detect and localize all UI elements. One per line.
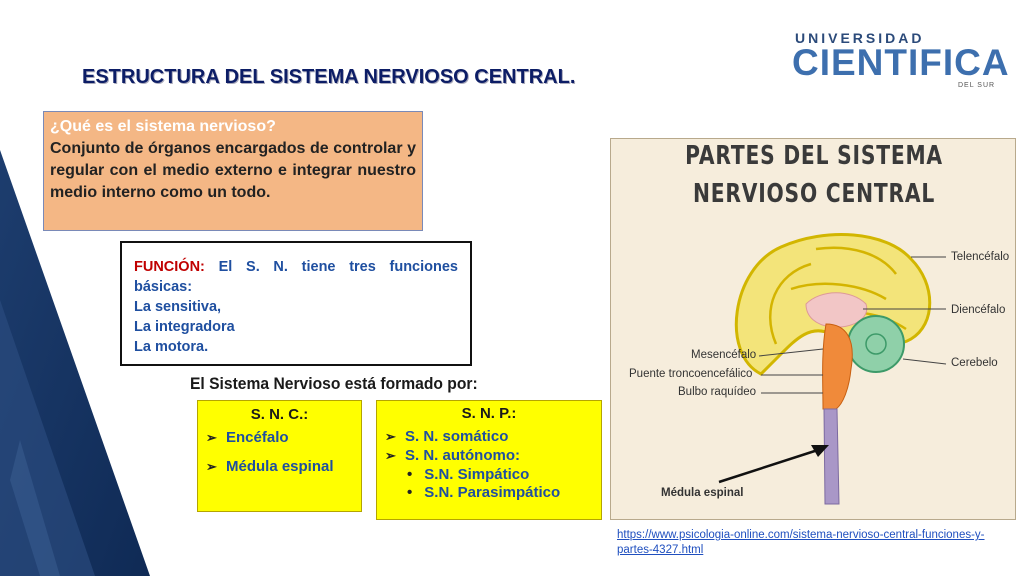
function-item: La motora. [134,339,209,355]
label-diencefalo: Diencéfalo [951,304,1006,316]
brain-illustration [718,233,947,505]
function-item: La sensitiva, [134,299,222,315]
list-item: ➢ S. N. somático [385,428,593,445]
snc-item-label: Encéfalo [226,429,289,446]
label-bulbo: Bulbo raquídeo [678,386,757,398]
snc-item-label: Médula espinal [226,458,334,475]
label-cerebelo: Cerebelo [951,357,998,369]
list-item: ➢ Médula espinal [206,458,353,475]
dot-bullet-icon: • [407,466,413,483]
snp-item-label: S. N. somático [405,428,509,445]
label-telencefalo: Telencéfalo [951,251,1010,263]
snp-subitem-label: S.N. Simpático [424,466,530,483]
list-subitem: • S.N. Parasimpático [407,484,593,501]
brain-title-line2: NERVIOSO CENTRAL [692,179,936,209]
list-subitem: • S.N. Simpático [407,466,593,483]
snp-item-label: S. N. autónomo: [405,447,520,464]
snp-heading: S. N. P.: [461,405,517,422]
source-link[interactable]: https://www.psicologia-online.com/sistem… [617,529,985,556]
snp-box: S. N. P.: ➢ S. N. somático ➢ S. N. autón… [376,400,602,520]
snp-subitem-label: S.N. Parasimpático [424,484,561,501]
brain-diagram: PARTES DEL SISTEMA NERVIOSO CENTRAL Tele… [610,138,1016,520]
arrow-bullet-icon: ➢ [206,429,217,445]
university-logo: UNIVERSIDAD CIENTIFICA DEL SUR [790,30,1009,92]
snc-box: S. N. C.: ➢ Encéfalo ➢ Médula espinal [197,400,362,512]
snc-heading: S. N. C.: [250,406,309,423]
logo-text-bottom: DEL SUR [958,82,996,89]
function-text: El S. N. tiene tres funciones básicas: [134,259,458,295]
list-item: ➢ S. N. autónomo: [385,447,593,464]
function-item: La integradora [134,319,235,335]
arrow-bullet-icon: ➢ [206,458,217,474]
definition-answer: Conjunto de órganos encargados de contro… [50,140,416,201]
label-medula: Médula espinal [661,487,744,499]
label-puente: Puente troncoencefálico [629,368,753,380]
function-box: FUNCIÓN: El S. N. tiene tres funciones b… [120,241,472,366]
function-label: FUNCIÓN: [134,259,205,275]
definition-box: ¿Qué es el sistema nervioso? Conjunto de… [43,111,423,231]
formed-by-heading: El Sistema Nervioso está formado por: [190,374,478,393]
logo-text-top: UNIVERSIDAD [795,30,925,46]
brain-title-line1: PARTES DEL SISTEMA [685,141,943,171]
dot-bullet-icon: • [407,484,413,501]
label-mesencefalo: Mesencéfalo [691,349,757,361]
page-title: ESTRUCTURA DEL SISTEMA NERVIOSO CENTRAL. [82,66,576,88]
arrow-bullet-icon: ➢ [385,428,396,444]
definition-question: ¿Qué es el sistema nervioso? [50,118,276,135]
list-item: ➢ Encéfalo [206,429,353,446]
logo-text-main: CIENTIFICA [792,42,1010,83]
function-intro: FUNCIÓN: El S. N. tiene tres funciones b… [134,257,458,297]
arrow-bullet-icon: ➢ [385,447,396,463]
